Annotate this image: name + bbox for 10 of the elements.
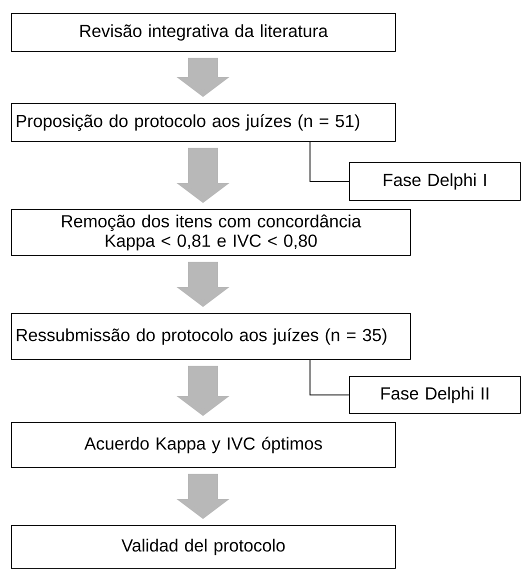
- process-box: Revisão integrativa da literatura: [11, 13, 396, 52]
- process-box: Remoção dos itens com concordância Kappa < 0,81 e IVC < 0,80: [11, 209, 411, 256]
- process-box: Fase Delphi I: [349, 162, 521, 201]
- process-box: Proposição do protocolo aos juízes (n = 51): [11, 103, 396, 142]
- process-box: Validad del protocolo: [11, 525, 396, 569]
- connector-line: [310, 359, 350, 396]
- connector-line: [310, 141, 350, 182]
- process-box: Ressubmissão do protocolo aos juízes (n = 35): [11, 313, 411, 360]
- process-box: Acuerdo Kappa y IVC óptimos: [11, 422, 396, 468]
- process-box: Fase Delphi II: [349, 376, 521, 414]
